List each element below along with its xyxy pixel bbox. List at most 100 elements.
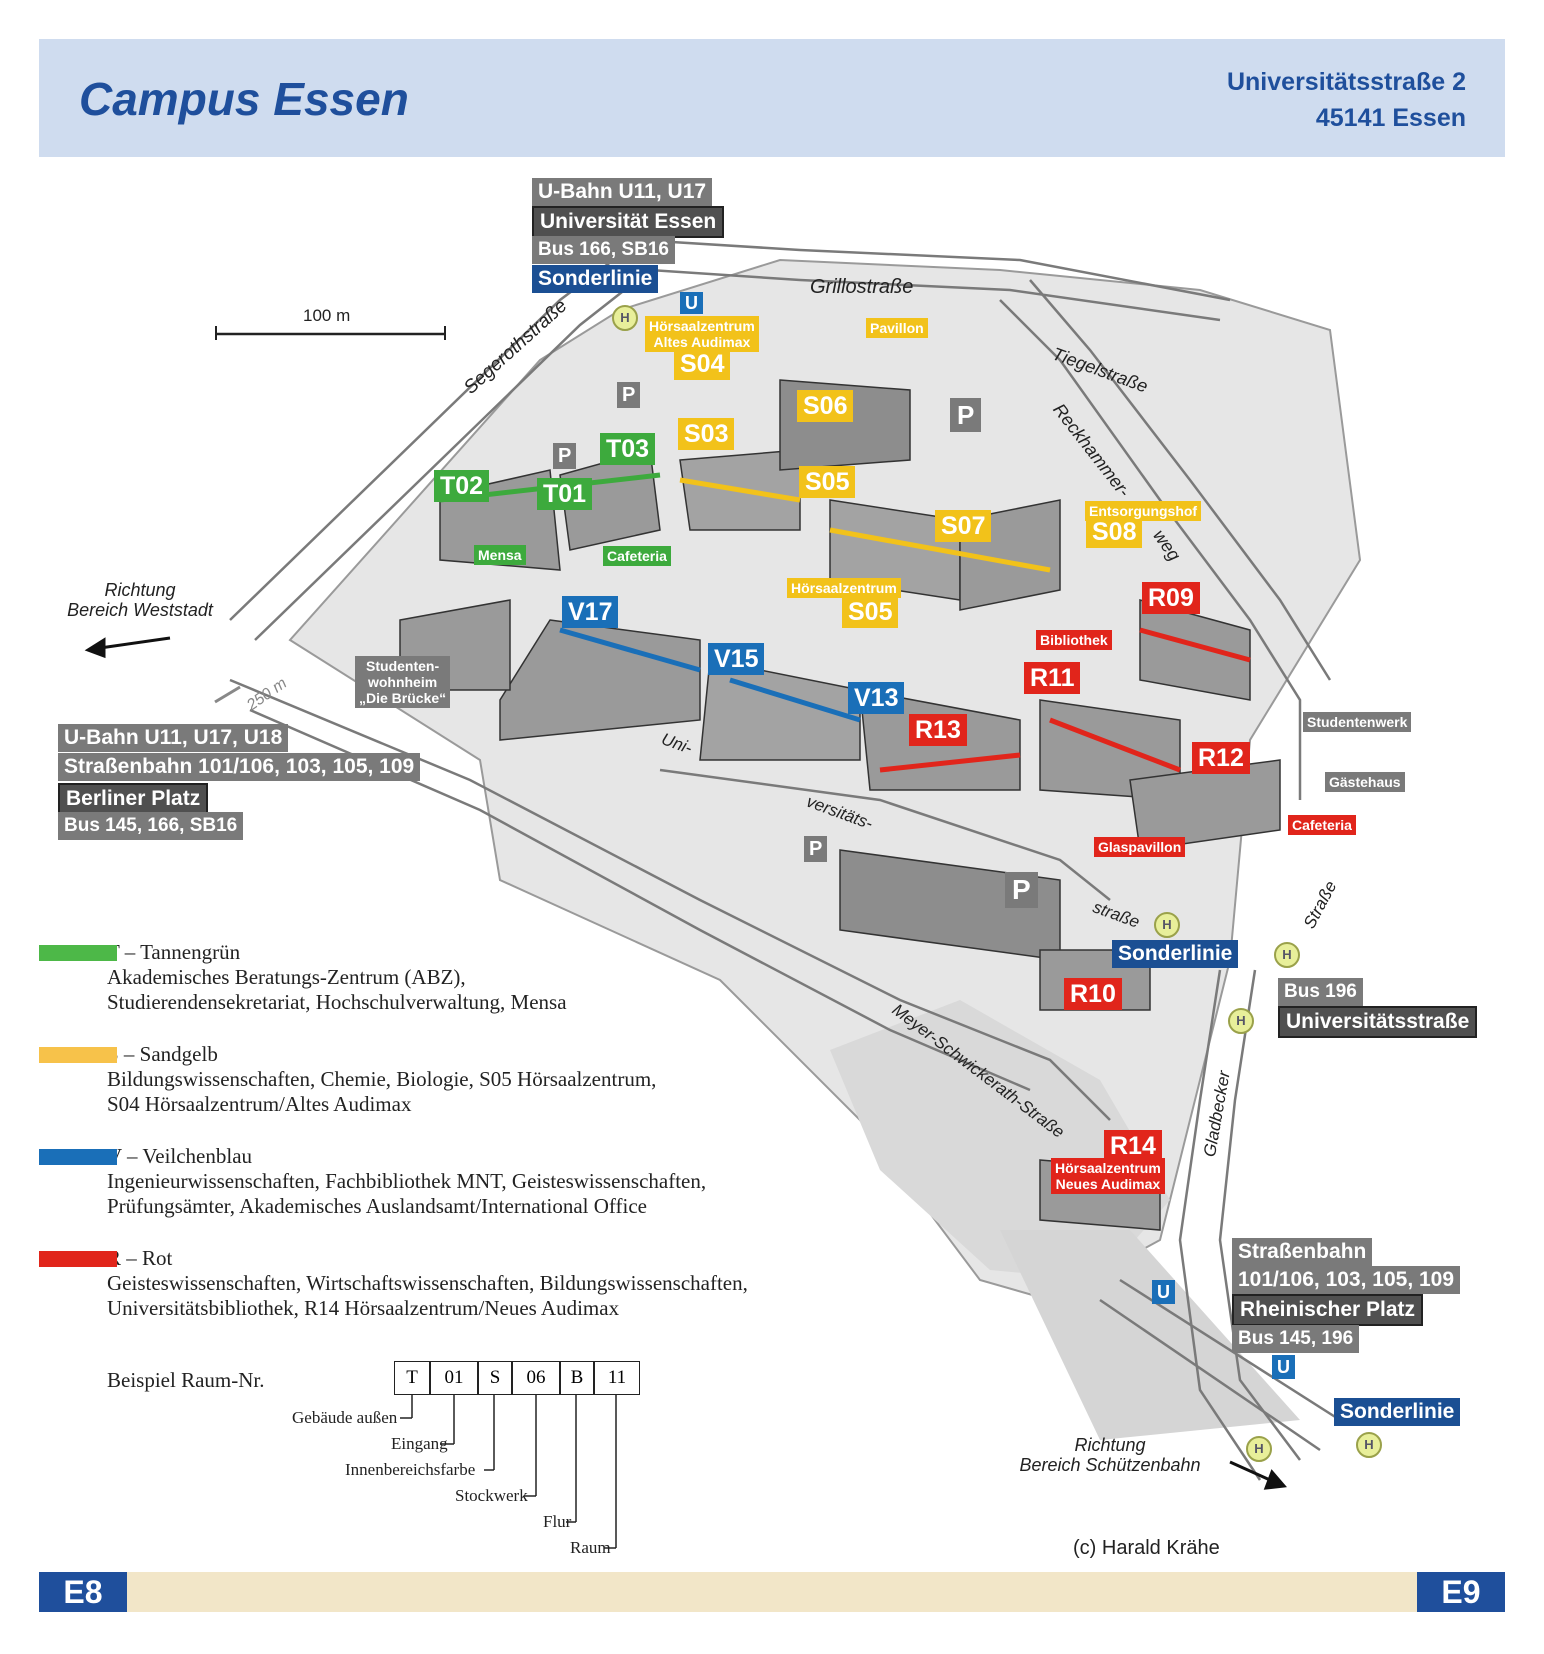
bus-stop-icon: H [1154, 912, 1180, 938]
address-street: Universitätsstraße 2 [1226, 68, 1466, 96]
building-v17[interactable]: V17 [562, 596, 619, 628]
place-wohnheim-3: „Die Brücke“ [359, 690, 447, 706]
bus-stop-icon: H [1356, 1432, 1382, 1458]
legend-title-t: T – Tannengrün [107, 940, 241, 964]
legend-line-r1: Geisteswissenschaften, Wirtschaftswissen… [107, 1271, 748, 1295]
legend-s: S – Sandgelb Bildungswissenschaften, Che… [39, 1042, 656, 1117]
place-entsorgungshof[interactable]: Entsorgungshof [1085, 501, 1202, 521]
building-s05-south[interactable]: S05 [842, 596, 899, 628]
transit-west-bus: Bus 145, 166, SB16 [58, 812, 244, 840]
legend-swatch-r [39, 1251, 117, 1267]
legend-line-v1: Ingenieurwissenschaften, Fachbibliothek … [107, 1169, 707, 1193]
building-t01[interactable]: T01 [537, 478, 593, 510]
place-gaestehaus[interactable]: Gästehaus [1325, 772, 1405, 792]
page-title: Campus Essen [79, 73, 409, 125]
room-caption-entrance: Eingang [391, 1434, 448, 1453]
legend-line-s1: Bildungswissenschaften, Chemie, Biologie… [107, 1067, 657, 1091]
room-cell-corridor: B [560, 1361, 594, 1395]
legend-r: R – Rot Geisteswissenschaften, Wirtschaf… [39, 1246, 748, 1321]
address-city: 45141 Essen [1315, 104, 1466, 132]
place-studentenwerk[interactable]: Studentenwerk [1303, 712, 1412, 732]
parking-icon: P [617, 382, 641, 408]
building-r11[interactable]: R11 [1024, 662, 1081, 694]
legend-line-t2: Studierendensekretariat, Hochschulverwal… [107, 990, 567, 1014]
parking-icon: P [950, 398, 982, 432]
ubahn-icon: U [680, 292, 703, 314]
legend-line-s2: S04 Hörsaalzentrum/Altes Audimax [107, 1092, 412, 1116]
scale-bar [215, 326, 446, 340]
place-pavillon[interactable]: Pavillon [866, 318, 928, 338]
building-r12[interactable]: R12 [1192, 742, 1250, 774]
legend-line-v2: Prüfungsämter, Akademisches Auslandsamt/… [107, 1194, 647, 1218]
building-s05-north[interactable]: S05 [799, 466, 856, 498]
transit-se-tram-1: Straßenbahn [1232, 1238, 1373, 1266]
legend-swatch-s [39, 1047, 117, 1063]
building-r09[interactable]: R09 [1142, 582, 1200, 614]
room-caption-color: Innenbereichsfarbe [345, 1460, 476, 1479]
address: Universitätsstraße 2 45141 Essen [1227, 64, 1466, 136]
page-number-right: E9 [1417, 1572, 1505, 1612]
direction-schuetzenbahn: Richtung Bereich Schützenbahn [1000, 1435, 1220, 1475]
parking-icon: P [804, 836, 828, 862]
legend-title-s: S – Sandgelb [107, 1042, 218, 1066]
place-cafeteria-t[interactable]: Cafeteria [603, 546, 671, 566]
transit-east-stop: Universitätsstraße [1278, 1006, 1478, 1038]
building-r14[interactable]: R14 [1104, 1130, 1162, 1162]
transit-se-bus: Bus 145, 196 [1232, 1325, 1360, 1353]
building-r13[interactable]: R13 [909, 714, 967, 746]
bus-stop-icon: H [1274, 942, 1300, 968]
building-s08[interactable]: S08 [1086, 516, 1143, 548]
ubahn-icon: U [1272, 1355, 1295, 1379]
place-hz-altes-2: Altes Audimax [653, 334, 751, 350]
place-hz-neues-audimax[interactable]: Hörsaalzentrum Neues Audimax [1051, 1158, 1165, 1194]
room-cell-color: S [478, 1361, 512, 1395]
place-hz-altes-audimax[interactable]: Hörsaalzentrum Altes Audimax [645, 316, 759, 352]
header-bar [39, 39, 1505, 157]
copyright: (c) Harald Krähe [1073, 1537, 1220, 1559]
building-r10[interactable]: R10 [1064, 978, 1122, 1010]
transit-west-tram: Straßenbahn 101/106, 103, 105, 109 [58, 753, 421, 781]
room-cell-floor: 06 [512, 1361, 560, 1395]
building-t02[interactable]: T02 [434, 470, 490, 502]
legend-v: V – Veilchenblau Ingenieurwissenschaften… [39, 1144, 706, 1219]
place-hz-neues-2: Neues Audimax [1055, 1176, 1161, 1192]
place-bibliothek[interactable]: Bibliothek [1036, 630, 1112, 650]
transit-se-tram-2: 101/106, 103, 105, 109 [1232, 1266, 1461, 1294]
place-glaspavillon[interactable]: Glaspavillon [1094, 837, 1186, 857]
transit-north-ubahn: U-Bahn U11, U17 [532, 178, 713, 206]
ubahn-icon: U [1152, 1280, 1175, 1304]
building-s03[interactable]: S03 [678, 418, 735, 450]
room-caption-corridor: Flur [543, 1512, 572, 1531]
legend-line-r2: Universitätsbibliothek, R14 Hörsaalzentr… [107, 1296, 620, 1320]
place-cafeteria-r[interactable]: Cafeteria [1288, 815, 1356, 835]
direction-weststadt: Richtung Bereich Weststadt [50, 580, 230, 620]
building-s04[interactable]: S04 [674, 348, 731, 380]
building-v15[interactable]: V15 [708, 643, 765, 675]
direction-weststadt-1: Richtung [104, 580, 176, 600]
place-wohnheim[interactable]: Studenten- wohnheim „Die Brücke“ [355, 656, 451, 708]
building-v13[interactable]: V13 [848, 682, 905, 714]
place-mensa[interactable]: Mensa [474, 545, 526, 565]
footer-bar [39, 1572, 1505, 1612]
room-example-label: Beispiel Raum-Nr. [107, 1368, 265, 1392]
building-s07[interactable]: S07 [935, 510, 992, 542]
transit-east-bus: Bus 196 [1278, 978, 1363, 1006]
room-cell-building: T [394, 1361, 430, 1395]
bus-stop-icon: H [1246, 1436, 1272, 1462]
place-wohnheim-1: Studenten- [366, 658, 440, 674]
transit-east-special: Sonderlinie [1112, 940, 1239, 968]
street-grillo: Grillostraße [810, 276, 914, 298]
page-number-left: E8 [39, 1572, 127, 1612]
parking-icon: P [1005, 872, 1038, 908]
transit-se-special: Sonderlinie [1334, 1398, 1461, 1426]
building-s06[interactable]: S06 [797, 390, 854, 422]
place-hz-s05[interactable]: Hörsaalzentrum [787, 578, 901, 598]
direction-schuetzenbahn-1: Richtung [1074, 1435, 1146, 1455]
direction-arrows [84, 636, 1287, 1490]
room-caption-room: Raum [570, 1538, 611, 1557]
legend-swatch-v [39, 1149, 117, 1165]
building-t03[interactable]: T03 [600, 433, 656, 465]
transit-se-stop: Rheinischer Platz [1232, 1294, 1424, 1326]
direction-weststadt-2: Bereich Weststadt [67, 600, 213, 620]
